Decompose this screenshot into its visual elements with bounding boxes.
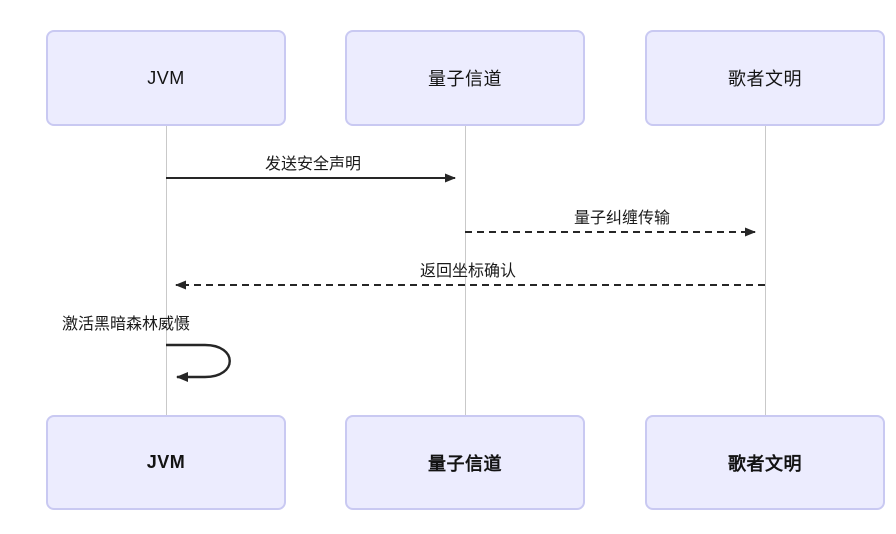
participant-box-quantum-channel-top[interactable]: 量子信道 — [345, 30, 585, 126]
message-label-4: 激活黑暗森林威慑 — [62, 316, 191, 333]
participant-label-jvm-bottom: JVM — [146, 452, 186, 472]
participant-label-singer-civilization-bottom: 歌者文明 — [728, 453, 802, 474]
message-arrow-4-self-loop — [166, 343, 231, 382]
participant-box-jvm-top[interactable]: JVM — [46, 30, 286, 126]
participant-box-singer-civilization-top[interactable]: 歌者文明 — [645, 30, 885, 126]
lifeline-singer-civilization — [765, 126, 766, 416]
participant-label-jvm-top: JVM — [147, 67, 185, 88]
lifeline-quantum-channel — [465, 126, 466, 416]
participant-box-jvm-bottom[interactable]: JVM — [46, 415, 286, 510]
participant-box-singer-civilization-bottom[interactable]: 歌者文明 — [645, 415, 885, 510]
participant-label-quantum-channel-bottom: 量子信道 — [428, 453, 502, 474]
message-label-3: 返回坐标确认 — [419, 263, 517, 280]
message-label-2: 量子纠缠传输 — [573, 210, 671, 227]
participant-label-quantum-channel-top: 量子信道 — [428, 69, 502, 89]
participant-label-singer-civilization-top: 歌者文明 — [728, 69, 802, 89]
lifeline-jvm — [166, 126, 167, 416]
message-label-1: 发送安全声明 — [264, 156, 362, 173]
participant-box-quantum-channel-bottom[interactable]: 量子信道 — [345, 415, 585, 510]
